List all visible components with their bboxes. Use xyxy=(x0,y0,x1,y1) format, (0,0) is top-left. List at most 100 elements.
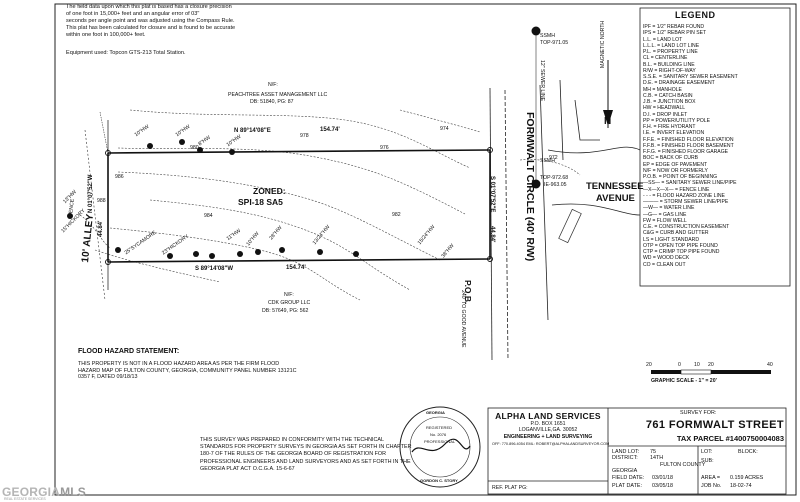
tree-icon xyxy=(179,139,185,145)
legend-item: MH = MANHOLE xyxy=(643,86,682,93)
block-label: BLOCK: xyxy=(738,449,758,455)
tree-icon xyxy=(317,249,323,255)
seal-bottom: GORDON C. STORY xyxy=(420,478,458,483)
legend-item: OTP = OPEN TOP PIPE FOUND xyxy=(643,242,718,249)
north-bearing: N 89°14'08"E xyxy=(234,128,271,134)
fence-line xyxy=(84,129,106,301)
legend-box xyxy=(639,7,791,287)
legend-item: FW = FLOW WELL xyxy=(643,217,687,224)
tree-icon xyxy=(229,149,235,155)
pob-note: 240' TO GOOD AVENUE xyxy=(460,290,466,348)
ssmh-bottom-ie: IE-963.05 xyxy=(544,182,567,188)
pob-pin xyxy=(487,256,493,262)
legend-item: I.E. = INVERT ELEVATION xyxy=(643,130,705,137)
legend-item: P.L. = PROPERTY LINE xyxy=(643,49,698,55)
note-line: This plat has been calculated for closur… xyxy=(66,25,236,31)
company-address: P.O. BOX 1651 LOGANVILLE,GA. 30052 xyxy=(488,421,608,433)
contour-label: 988 xyxy=(97,198,106,204)
manhole-top xyxy=(531,26,541,36)
scale-tick: 20 xyxy=(646,362,652,368)
job-value: 18-02-74 xyxy=(730,483,752,489)
note-line: seconds per angle point and was adjusted… xyxy=(66,18,235,24)
field-date-label: FIELD DATE: xyxy=(612,475,645,481)
legend-item: C.E. = CONSTRUCTION EASEMENT xyxy=(643,224,730,230)
legend-item: —G— = GAS LINE xyxy=(643,211,687,218)
contour-label: 978 xyxy=(300,133,309,139)
sewer-note: 12" SEWER LINE xyxy=(539,60,545,102)
tree-icon xyxy=(67,213,73,219)
legend-item: CO = CLEAN OUT xyxy=(643,261,686,268)
scale-tick: 40 xyxy=(767,362,773,368)
north-arrow-letter: N xyxy=(604,116,612,127)
flood-title: FLOOD HAZARD STATEMENT: xyxy=(78,348,180,355)
tree-icon xyxy=(237,251,243,257)
flood-text: THIS PROPERTY IS NOT IN A FLOOD HAZARD A… xyxy=(78,361,297,381)
legend-title: LEGEND xyxy=(675,10,716,20)
corner-pin xyxy=(487,147,493,153)
district-label: DISTRICT: xyxy=(612,455,638,461)
legend-item: F.H. = FIRE HYDRANT xyxy=(643,124,696,130)
legend-item: —X—X—X— = FENCE LINE xyxy=(643,186,710,193)
culvert xyxy=(558,208,582,244)
note-line: The field data upon which this plat is b… xyxy=(66,4,232,10)
south-owner-deed: DB: 57649, PG: 562 xyxy=(262,308,309,314)
magnetic-north-label: MAGNETIC NORTH xyxy=(600,20,606,68)
land-lot-value: 75 xyxy=(650,449,656,455)
survey-for-label: SURVEY FOR: xyxy=(680,410,717,416)
legend-item: PP = POWER/UTILITY POLE xyxy=(643,117,711,124)
south-owner-name: CDK GROUP LLC xyxy=(268,300,311,306)
legend-item: F.F.G. = FINISHED FLOOR GARAGE xyxy=(643,149,729,155)
land-lot-label: LAND LOT: xyxy=(612,449,640,455)
legend-item: D.E. = DRAINAGE EASEMENT xyxy=(643,80,715,87)
legend-item: WD = WOOD DECK xyxy=(643,255,690,262)
legend-item: EP = EDGE OF PAVEMENT xyxy=(643,161,708,168)
company-city: LOGANVILLE,GA. 30052 xyxy=(518,427,578,434)
legend-item: R/W = RIGHT-OF-WAY xyxy=(643,67,696,74)
tree-icon xyxy=(255,249,261,255)
sheet-border xyxy=(54,3,797,496)
corner-pin xyxy=(105,150,111,156)
area-value: 0.159 ACRES xyxy=(730,475,764,481)
manhole-bottom xyxy=(531,179,541,189)
ref-plat: REF. PLAT PG: xyxy=(492,485,528,491)
signature xyxy=(411,438,471,453)
plat-date-label: PLAT DATE: xyxy=(612,483,642,489)
legend-item: CTP = CRIMP TOP PIPE FOUND xyxy=(643,249,720,255)
company-name: ALPHA LAND SERVICES xyxy=(495,411,601,421)
lot-label: LOT: xyxy=(701,449,713,455)
scale-label: GRAPHIC SCALE - 1" = 20' xyxy=(651,378,717,384)
contour-label: 974 xyxy=(440,126,449,132)
north-owner-label: N/F: xyxy=(268,82,278,88)
east-bearing: S 01°07'52"E xyxy=(489,176,495,213)
west-bearing: N 01°07'52"W xyxy=(88,174,94,213)
job-label: JOB No. xyxy=(701,483,722,489)
north-arrow-icon xyxy=(603,60,613,128)
seal-top: GEORGIA xyxy=(426,410,445,415)
sub-label: SUB: xyxy=(701,458,714,464)
east-distance: 44.84' xyxy=(489,226,495,243)
contour-label: 980 xyxy=(190,145,199,151)
scale-tick: 20 xyxy=(708,362,714,368)
title-block-grid xyxy=(487,407,787,495)
note-line: of one foot in 15,000+ feet and an angul… xyxy=(66,11,200,17)
contour-lines xyxy=(79,109,581,301)
legend-item: - - - = FLOOD HAZARD ZONE LINE xyxy=(643,192,725,199)
ssmh-bottom-top: TOP-972.68 xyxy=(540,175,569,181)
south-bearing: S 89°14'08"W xyxy=(195,266,234,272)
tree-icon xyxy=(209,253,215,259)
county-value: FULTON COUNTY xyxy=(660,462,706,468)
tree-icon xyxy=(353,251,359,257)
legend-item: J.B. = JUNCTION BOX xyxy=(643,99,696,105)
south-distance: 154.74' xyxy=(286,265,306,271)
cross-street-line-1: TENNESSEE xyxy=(586,181,644,192)
legend-item: —SS— = SANITARY SEWER LINE/PIPE xyxy=(643,180,737,187)
graphic-scale xyxy=(651,369,771,375)
seal-registered: REGISTERED xyxy=(426,425,453,430)
contour-label: 972 xyxy=(549,155,558,161)
tree-icon xyxy=(147,143,153,149)
equipment-note: Equipment used: Topcon GTS-213 Total Sta… xyxy=(66,50,186,56)
legend-item: L.L. = LAND LOT xyxy=(643,36,683,43)
legend-list: IPF = 1/2" REBAR FOUND IPS = 1/2" REBAR … xyxy=(643,24,738,268)
